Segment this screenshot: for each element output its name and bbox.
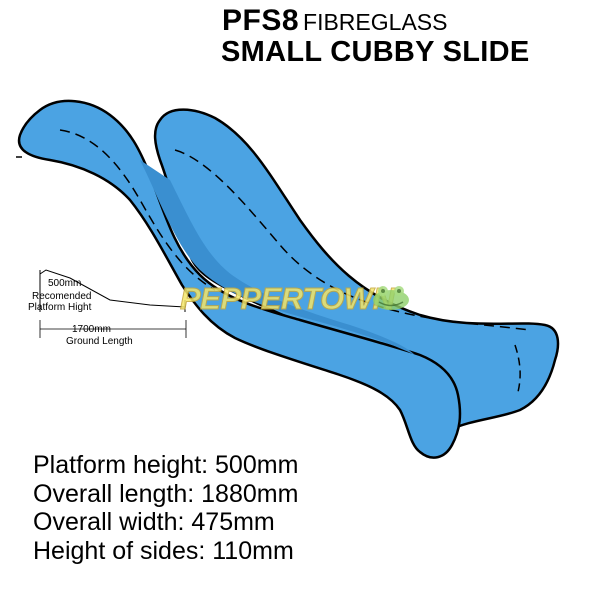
ground-length-value: 1700mm [72, 324, 111, 335]
ground-length-label: Ground Length [66, 336, 133, 347]
spec-side-height: Height of sides: 110mm [33, 536, 294, 565]
slide-body-icon [153, 108, 560, 443]
material-label: FIBREGLASS [303, 9, 448, 35]
slide-dash-line-icon [59, 129, 216, 291]
product-name: SMALL CUBBY SLIDE [221, 36, 530, 68]
model-code: PFS8 [222, 4, 300, 37]
slide-side-icon [17, 99, 462, 459]
slide-dash-line-icon [514, 344, 521, 393]
spec-overall-width: Overall width: 475mm [33, 508, 275, 536]
spec-platform-height: Platform height: 500mm [33, 451, 299, 479]
spec-overall-length: Overall length: 1880mm [33, 479, 299, 508]
slide-chute-shade-icon [140, 160, 415, 355]
dimension-diagram: 500mm Recomended Platform Hight 1700mm G… [28, 269, 187, 347]
platform-height-label: 500mm [48, 278, 81, 289]
specs-list: Platform height: 500mm Overall length: 1… [33, 451, 298, 565]
frog-mascot-icon [373, 286, 409, 310]
peppertown-watermark: PEPPERTOWN [179, 281, 395, 317]
recommended-label-2: Platform Hight [28, 302, 92, 313]
recommended-label-1: Recomended [32, 291, 91, 302]
